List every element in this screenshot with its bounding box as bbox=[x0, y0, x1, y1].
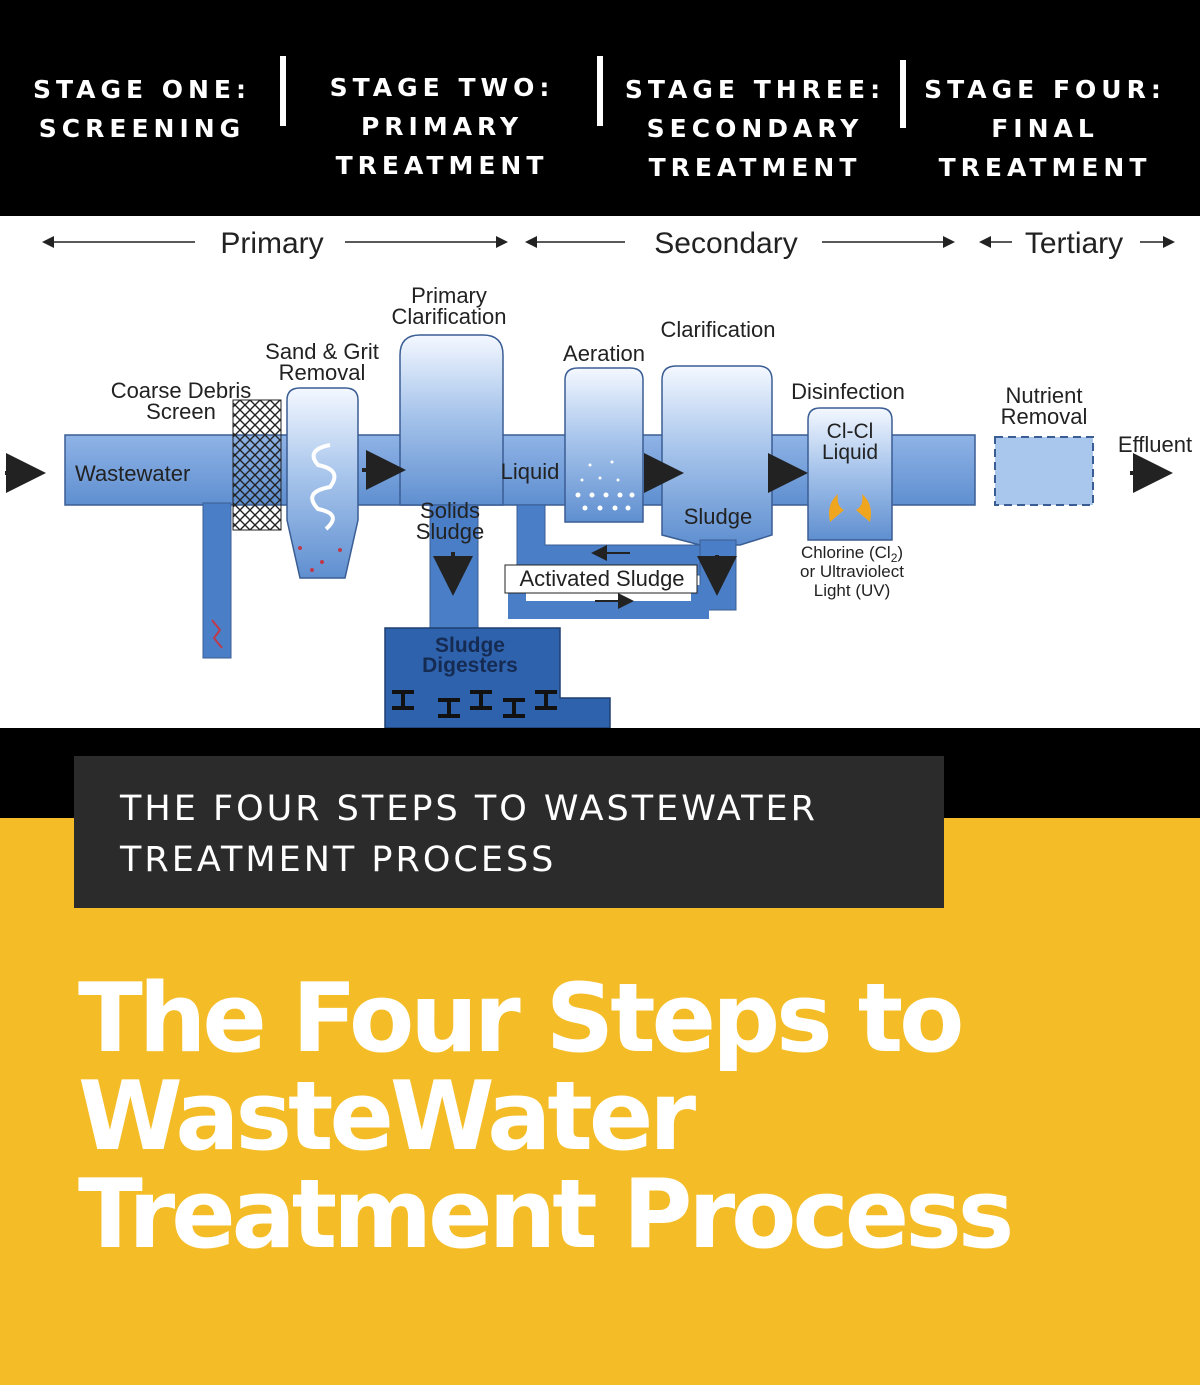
label-sludge: Sludge bbox=[684, 504, 753, 529]
subtitle-line-2: TREATMENT PROCESS bbox=[120, 840, 557, 880]
label-sand-grit: Sand & Grit bbox=[265, 339, 379, 364]
label-coarse-screen: Screen bbox=[146, 399, 216, 424]
label-effluent: Effluent bbox=[1118, 432, 1192, 457]
stage-one-name: SCREENING bbox=[38, 114, 246, 143]
label-digesters: Sludge bbox=[435, 634, 505, 657]
headline: The Four Steps to WasteWater Treatment P… bbox=[78, 970, 1178, 1264]
sludge-digesters-tank bbox=[384, 627, 611, 728]
primary-clarifier-tank bbox=[399, 334, 504, 506]
stage-three-name-2: TREATMENT bbox=[648, 153, 862, 182]
stage-four-heading: STAGE FOUR: FINAL TREATMENT bbox=[920, 70, 1170, 187]
uv-flame-icon bbox=[829, 494, 844, 522]
stage-two-heading: STAGE TWO: PRIMARY TREATMENT bbox=[322, 68, 562, 185]
label-liquid: Liquid bbox=[501, 459, 560, 484]
label-grit-removal: Removal bbox=[279, 360, 366, 385]
aeration-bubbles bbox=[575, 460, 635, 511]
nutrient-removal-box bbox=[994, 436, 1094, 506]
label-wastewater: Wastewater bbox=[75, 461, 190, 486]
phase-primary-label: Primary bbox=[220, 227, 323, 260]
subtitle-banner: THE FOUR STEPS TO WASTEWATER TREATMENT P… bbox=[74, 756, 944, 908]
label-nutrient: Nutrient bbox=[1005, 383, 1082, 408]
label-clcl: Cl-Cl bbox=[827, 420, 874, 443]
flow-arrows bbox=[5, 450, 1173, 596]
label-clcl-liquid: Liquid bbox=[822, 441, 878, 464]
stage-header-bar: STAGE ONE: SCREENING STAGE TWO: PRIMARY … bbox=[0, 0, 1200, 216]
phase-secondary-label: Secondary bbox=[654, 227, 797, 260]
stage-four-name-2: TREATMENT bbox=[938, 153, 1152, 182]
stage-three-name-1: SECONDARY bbox=[646, 114, 864, 143]
label-disinfection: Disinfection bbox=[791, 379, 905, 404]
stage-divider-2 bbox=[597, 56, 603, 126]
digester-mixers bbox=[392, 690, 557, 718]
stage-one-title: STAGE ONE: bbox=[32, 75, 252, 104]
treatment-process-diagram: Primary Secondary Tertiary bbox=[0, 216, 1200, 728]
grit-drop-pipe bbox=[202, 502, 232, 659]
stage-three-heading: STAGE THREE: SECONDARY TREATMENT bbox=[620, 70, 890, 187]
grit-swirl-icon bbox=[310, 443, 337, 531]
headline-line-3: Treatment Process bbox=[78, 1160, 1014, 1270]
label-sludge-digesters: Digesters bbox=[422, 654, 518, 677]
disinfection-tank bbox=[807, 407, 893, 541]
label-aeration: Aeration bbox=[563, 341, 645, 366]
subtitle-text: THE FOUR STEPS TO WASTEWATER TREATMENT P… bbox=[120, 784, 920, 886]
coarse-debris-screen bbox=[232, 399, 282, 531]
label-solids: Solids bbox=[420, 498, 480, 523]
label-chlorine: Chlorine (Cl2) bbox=[801, 543, 903, 565]
stage-one-heading: STAGE ONE: SCREENING bbox=[32, 70, 252, 148]
stage-four-name-1: FINAL bbox=[991, 114, 1099, 143]
stage-two-name-1: PRIMARY bbox=[360, 112, 524, 141]
grit-removal-tank bbox=[286, 387, 359, 579]
stage-four-title: STAGE FOUR: bbox=[924, 75, 1166, 104]
headline-line-2: WasteWater bbox=[78, 1062, 696, 1172]
label-ultraviolet: or Ultraviolect bbox=[800, 562, 904, 581]
stage-two-title: STAGE TWO: bbox=[329, 73, 555, 102]
stage-divider-3 bbox=[900, 60, 906, 128]
label-coarse-debris: Coarse Debris bbox=[111, 378, 252, 403]
stage-two-name-2: TREATMENT bbox=[335, 151, 549, 180]
aeration-tank bbox=[564, 367, 644, 523]
label-uv-light: Light (UV) bbox=[814, 581, 891, 600]
label-primary-clarification: Clarification bbox=[392, 304, 507, 329]
label-activated-sludge: Activated Sludge bbox=[519, 566, 684, 591]
headline-line-1: The Four Steps to bbox=[78, 964, 964, 1074]
label-solids-sludge: Sludge bbox=[416, 519, 485, 544]
subtitle-line-1: THE FOUR STEPS TO WASTEWATER bbox=[120, 789, 818, 829]
label-primary: Primary bbox=[411, 283, 487, 308]
phase-tertiary-label: Tertiary bbox=[1025, 227, 1123, 260]
label-clarification: Clarification bbox=[661, 317, 776, 342]
label-nutrient-removal: Removal bbox=[1001, 404, 1088, 429]
yellow-panel bbox=[0, 818, 1200, 1385]
stage-three-title: STAGE THREE: bbox=[624, 75, 886, 104]
stage-divider-1 bbox=[280, 56, 286, 126]
